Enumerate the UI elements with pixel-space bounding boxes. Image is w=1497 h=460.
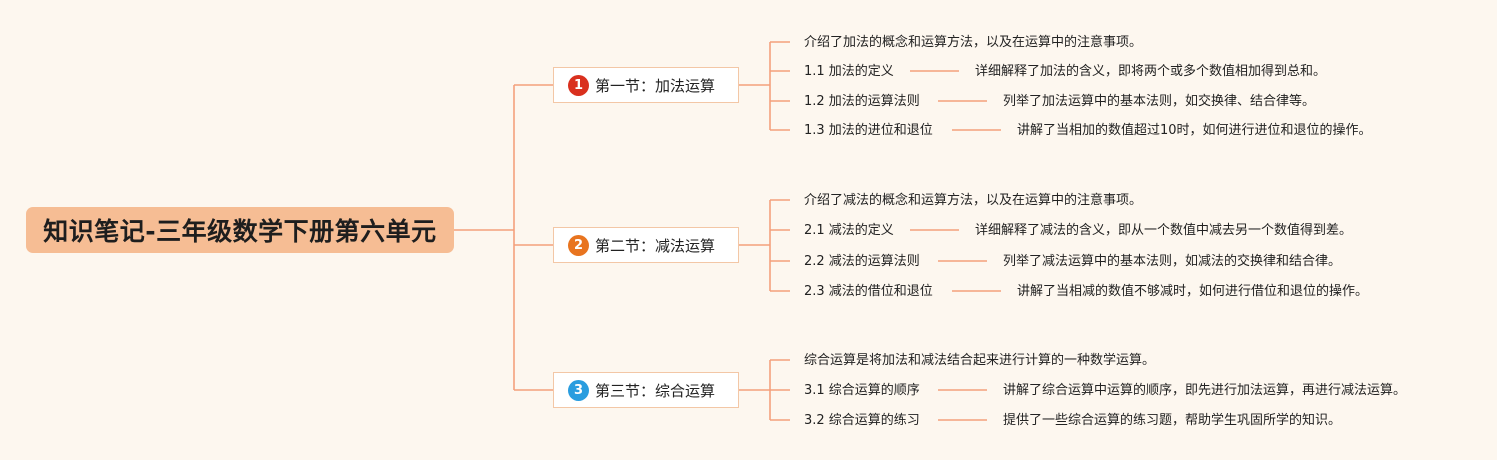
section-3-item-1-desc[interactable]: 讲解了综合运算中运算的顺序，即先进行加法运算，再进行减法运算。 <box>1003 383 1407 398</box>
section-3-node[interactable]: 3 第三节：综合运算 <box>553 372 739 408</box>
section-1-node[interactable]: 1 第一节：加法运算 <box>553 67 739 103</box>
section-1-item-3-label[interactable]: 1.3 加法的进位和退位 <box>804 123 933 138</box>
section-3-item-2-label[interactable]: 3.2 综合运算的练习 <box>804 413 920 428</box>
section-2-item-1-desc[interactable]: 详细解释了减法的含义，即从一个数值中减去另一个数值得到差。 <box>975 223 1353 238</box>
root-topic[interactable]: 知识笔记-三年级数学下册第六单元 <box>26 207 454 253</box>
section-3-item-1-label[interactable]: 3.1 综合运算的顺序 <box>804 383 920 398</box>
section-2-intro[interactable]: 介绍了减法的概念和运算方法，以及在运算中的注意事项。 <box>804 193 1143 208</box>
section-3-item-2-desc[interactable]: 提供了一些综合运算的练习题，帮助学生巩固所学的知识。 <box>1003 413 1342 428</box>
section-2-item-1-label[interactable]: 2.1 减法的定义 <box>804 223 894 238</box>
section-1-item-2-desc[interactable]: 列举了加法运算中的基本法则，如交换律、结合律等。 <box>1003 94 1316 109</box>
section-2-item-2-desc[interactable]: 列举了减法运算中的基本法则，如减法的交换律和结合律。 <box>1003 254 1342 269</box>
section-1-item-3-desc[interactable]: 讲解了当相加的数值超过10时，如何进行进位和退位的操作。 <box>1017 123 1372 138</box>
section-2-item-2-label[interactable]: 2.2 减法的运算法则 <box>804 254 920 269</box>
section-2-title: 第二节：减法运算 <box>595 236 716 255</box>
section-1-item-1-desc[interactable]: 详细解释了加法的含义，即将两个或多个数值相加得到总和。 <box>975 64 1327 79</box>
section-2-item-3-desc[interactable]: 讲解了当相减的数值不够减时，如何进行借位和退位的操作。 <box>1017 284 1369 299</box>
number-2-badge-icon: 2 <box>568 234 589 256</box>
section-1-title: 第一节：加法运算 <box>595 76 716 95</box>
section-2-node[interactable]: 2 第二节：减法运算 <box>553 227 739 263</box>
section-3-title: 第三节：综合运算 <box>595 381 716 400</box>
section-1-item-2-label[interactable]: 1.2 加法的运算法则 <box>804 94 920 109</box>
section-2-item-3-label[interactable]: 2.3 减法的借位和退位 <box>804 284 933 299</box>
root-title: 知识笔记-三年级数学下册第六单元 <box>43 217 437 246</box>
section-3-intro[interactable]: 综合运算是将加法和减法结合起来进行计算的一种数学运算。 <box>804 353 1156 368</box>
section-1-intro[interactable]: 介绍了加法的概念和运算方法，以及在运算中的注意事项。 <box>804 35 1143 50</box>
number-3-badge-icon: 3 <box>568 379 589 401</box>
number-1-badge-icon: 1 <box>568 74 589 96</box>
section-1-item-1-label[interactable]: 1.1 加法的定义 <box>804 64 894 79</box>
